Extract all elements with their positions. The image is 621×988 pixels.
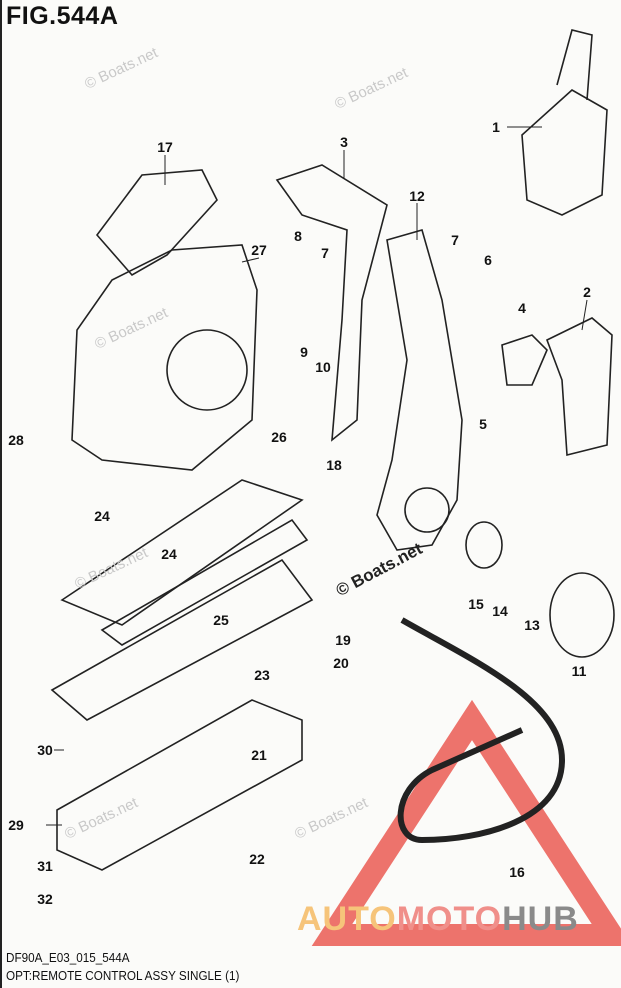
callout-3: 3 bbox=[340, 134, 348, 150]
logo-hub: HUB bbox=[502, 900, 579, 938]
callout-20: 20 bbox=[333, 655, 349, 671]
callout-32: 32 bbox=[37, 891, 53, 907]
callout-29: 29 bbox=[8, 817, 24, 833]
callout-4: 4 bbox=[518, 300, 526, 316]
callout-6: 6 bbox=[484, 252, 492, 268]
part-17 bbox=[95, 169, 218, 277]
part-11 bbox=[549, 572, 615, 658]
part-12-hub bbox=[404, 487, 450, 533]
part-1-lever bbox=[556, 29, 593, 101]
part-24b bbox=[100, 518, 309, 646]
figure-title: FIG.544A bbox=[6, 2, 119, 30]
callout-27: 27 bbox=[251, 242, 267, 258]
automotohub-logo: AUTOMOTOHUB bbox=[297, 900, 579, 939]
callout-30: 30 bbox=[37, 742, 53, 758]
part-16 bbox=[397, 617, 566, 844]
part-1 bbox=[521, 89, 608, 216]
callout-22: 22 bbox=[249, 851, 265, 867]
part-3 bbox=[275, 164, 388, 442]
callout-25: 25 bbox=[213, 612, 229, 628]
callout-2: 2 bbox=[583, 284, 591, 300]
callout-1: 1 bbox=[492, 119, 500, 135]
callout-12: 12 bbox=[409, 188, 425, 204]
leader-lines bbox=[46, 126, 588, 826]
callout-24a: 24 bbox=[94, 508, 110, 524]
callout-26: 26 bbox=[271, 429, 287, 445]
callout-15: 15 bbox=[468, 596, 484, 612]
part-27 bbox=[71, 244, 258, 471]
callout-18: 18 bbox=[326, 457, 342, 473]
callout-7a: 7 bbox=[321, 245, 329, 261]
logo-moto: MOTO bbox=[396, 900, 503, 938]
callout-17: 17 bbox=[157, 139, 173, 155]
callout-28: 28 bbox=[8, 432, 24, 448]
callout-31: 31 bbox=[37, 858, 53, 874]
diagram-code: DF90A_E03_015_544A bbox=[6, 950, 130, 965]
callout-7b: 7 bbox=[451, 232, 459, 248]
part-23 bbox=[50, 558, 314, 721]
logo-auto: AUTO bbox=[297, 900, 397, 938]
part-2 bbox=[545, 317, 613, 457]
part-27-opening bbox=[166, 329, 248, 411]
callout-8: 8 bbox=[294, 228, 302, 244]
diagram-description: OPT:REMOTE CONTROL ASSY SINGLE (1) bbox=[6, 968, 240, 983]
part-29 bbox=[56, 699, 303, 871]
callout-24b: 24 bbox=[161, 546, 177, 562]
callout-19: 19 bbox=[335, 632, 351, 648]
callout-14: 14 bbox=[492, 603, 508, 619]
callout-21: 21 bbox=[251, 747, 267, 763]
callout-9: 9 bbox=[300, 344, 308, 360]
callout-13: 13 bbox=[524, 617, 540, 633]
part-24a bbox=[60, 479, 304, 626]
callout-5: 5 bbox=[479, 416, 487, 432]
callout-10: 10 bbox=[315, 359, 331, 375]
part-12 bbox=[376, 229, 463, 551]
part-4 bbox=[501, 334, 548, 386]
callout-16: 16 bbox=[509, 864, 525, 880]
callout-23: 23 bbox=[254, 667, 270, 683]
callout-11: 11 bbox=[571, 663, 587, 679]
part-15 bbox=[465, 521, 503, 569]
